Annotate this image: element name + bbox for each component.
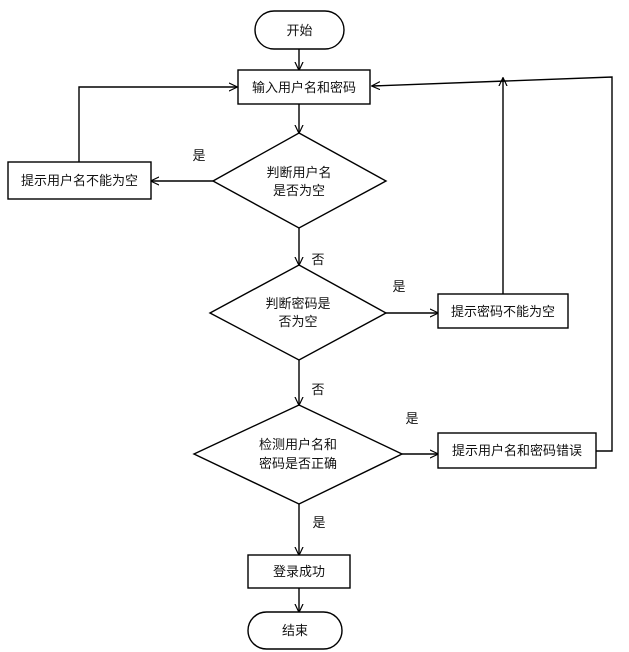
decision-check-username — [211, 132, 388, 229]
process-verify-error — [437, 432, 597, 469]
node-check-username: 判断用户名 是否为空 — [211, 132, 388, 229]
node-verify-line2: 密码是否正确 — [259, 456, 337, 472]
edge-label-verify-to-success: 是 — [312, 516, 325, 531]
edge-label-username-yes: 是 — [192, 149, 205, 164]
node-input-label: 输入用户名和密码 — [252, 80, 356, 96]
node-input: 输入用户名和密码 — [237, 69, 371, 105]
node-start: 开始 — [254, 10, 345, 50]
node-start-label: 开始 — [286, 24, 312, 39]
node-password-empty: 提示密码不能为空 — [437, 293, 569, 329]
node-check-username-line2: 是否为空 — [273, 184, 325, 199]
edges — [78, 49, 613, 612]
process-username-empty — [7, 161, 152, 200]
node-username-empty: 提示用户名不能为空 — [7, 161, 152, 200]
node-check-password-line1: 判断密码是 — [265, 296, 330, 312]
node-verify-error-label: 提示用户名和密码错误 — [452, 443, 582, 459]
node-success-label: 登录成功 — [273, 565, 325, 580]
edge-verify-error-back — [372, 76, 613, 452]
node-check-password-line2: 否为空 — [278, 315, 317, 330]
edge-username-empty-back — [78, 87, 237, 162]
decision-check-password — [208, 264, 388, 361]
decision-verify — [192, 404, 404, 505]
edge-label-password-no: 否 — [311, 383, 324, 398]
terminal-start — [254, 10, 345, 50]
terminal-end — [247, 611, 343, 650]
node-end: 结束 — [247, 611, 343, 650]
node-username-empty-label: 提示用户名不能为空 — [21, 173, 138, 189]
node-end-label: 结束 — [282, 624, 308, 639]
node-check-password: 判断密码是 否为空 — [208, 264, 388, 361]
node-verify: 检测用户名和 密码是否正确 — [192, 404, 404, 505]
edge-label-verify-yes: 是 — [405, 412, 418, 427]
edge-label-username-no: 否 — [311, 253, 324, 268]
process-input — [237, 69, 371, 105]
node-verify-line1: 检测用户名和 — [259, 437, 337, 453]
node-password-empty-label: 提示密码不能为空 — [451, 304, 555, 320]
node-verify-error: 提示用户名和密码错误 — [437, 432, 597, 469]
node-success: 登录成功 — [247, 554, 351, 589]
edge-label-password-yes: 是 — [392, 280, 405, 295]
node-check-username-line1: 判断用户名 — [266, 165, 331, 181]
process-success — [247, 554, 351, 589]
process-password-empty — [437, 293, 569, 329]
